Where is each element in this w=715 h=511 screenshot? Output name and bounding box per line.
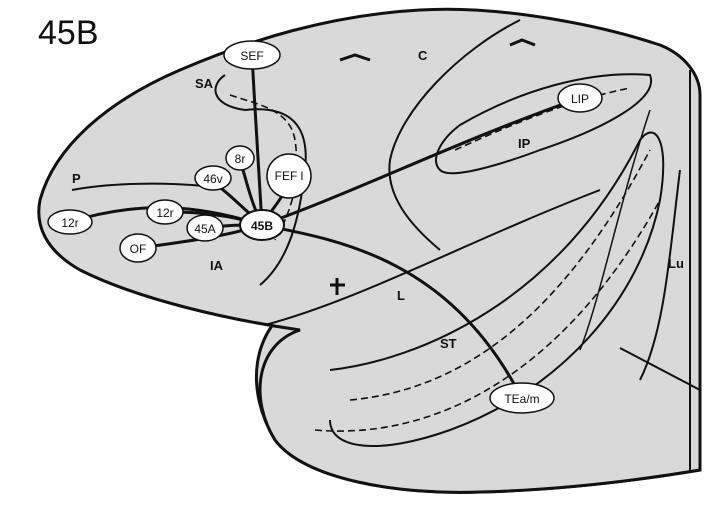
node-12r-left: 12r bbox=[48, 210, 92, 234]
label-ia: IA bbox=[210, 258, 224, 273]
node-45b-center: 45B bbox=[240, 210, 284, 240]
node-lip: LIP bbox=[558, 84, 602, 112]
node-45a: 45A bbox=[187, 215, 223, 241]
label-lu: Lu bbox=[668, 256, 684, 271]
node-tea-m: TEa/m bbox=[490, 383, 554, 413]
svg-text:45A: 45A bbox=[194, 222, 215, 236]
label-p: P bbox=[72, 171, 81, 186]
svg-text:OF: OF bbox=[130, 242, 147, 256]
svg-text:12r: 12r bbox=[156, 206, 173, 220]
label-c: C bbox=[418, 48, 428, 63]
svg-text:12r: 12r bbox=[61, 216, 78, 230]
figure-title: 45B bbox=[38, 14, 99, 53]
node-46v: 46v bbox=[195, 166, 231, 190]
label-st: ST bbox=[440, 336, 457, 351]
svg-text:SEF: SEF bbox=[240, 49, 263, 63]
label-ip: IP bbox=[518, 136, 531, 151]
node-12r-middle: 12r bbox=[147, 200, 183, 224]
node-8r: 8r bbox=[226, 146, 254, 170]
svg-text:45B: 45B bbox=[251, 219, 273, 233]
svg-text:LIP: LIP bbox=[571, 92, 589, 106]
svg-text:8r: 8r bbox=[235, 152, 246, 166]
node-of: OF bbox=[120, 234, 156, 262]
node-fef: FEF l bbox=[267, 154, 311, 198]
node-sef: SEF bbox=[224, 41, 280, 69]
label-l: L bbox=[397, 288, 405, 303]
svg-text:TEa/m: TEa/m bbox=[504, 392, 539, 406]
svg-text:FEF l: FEF l bbox=[275, 169, 304, 183]
label-sa: SA bbox=[195, 76, 214, 91]
svg-text:46v: 46v bbox=[203, 172, 222, 186]
